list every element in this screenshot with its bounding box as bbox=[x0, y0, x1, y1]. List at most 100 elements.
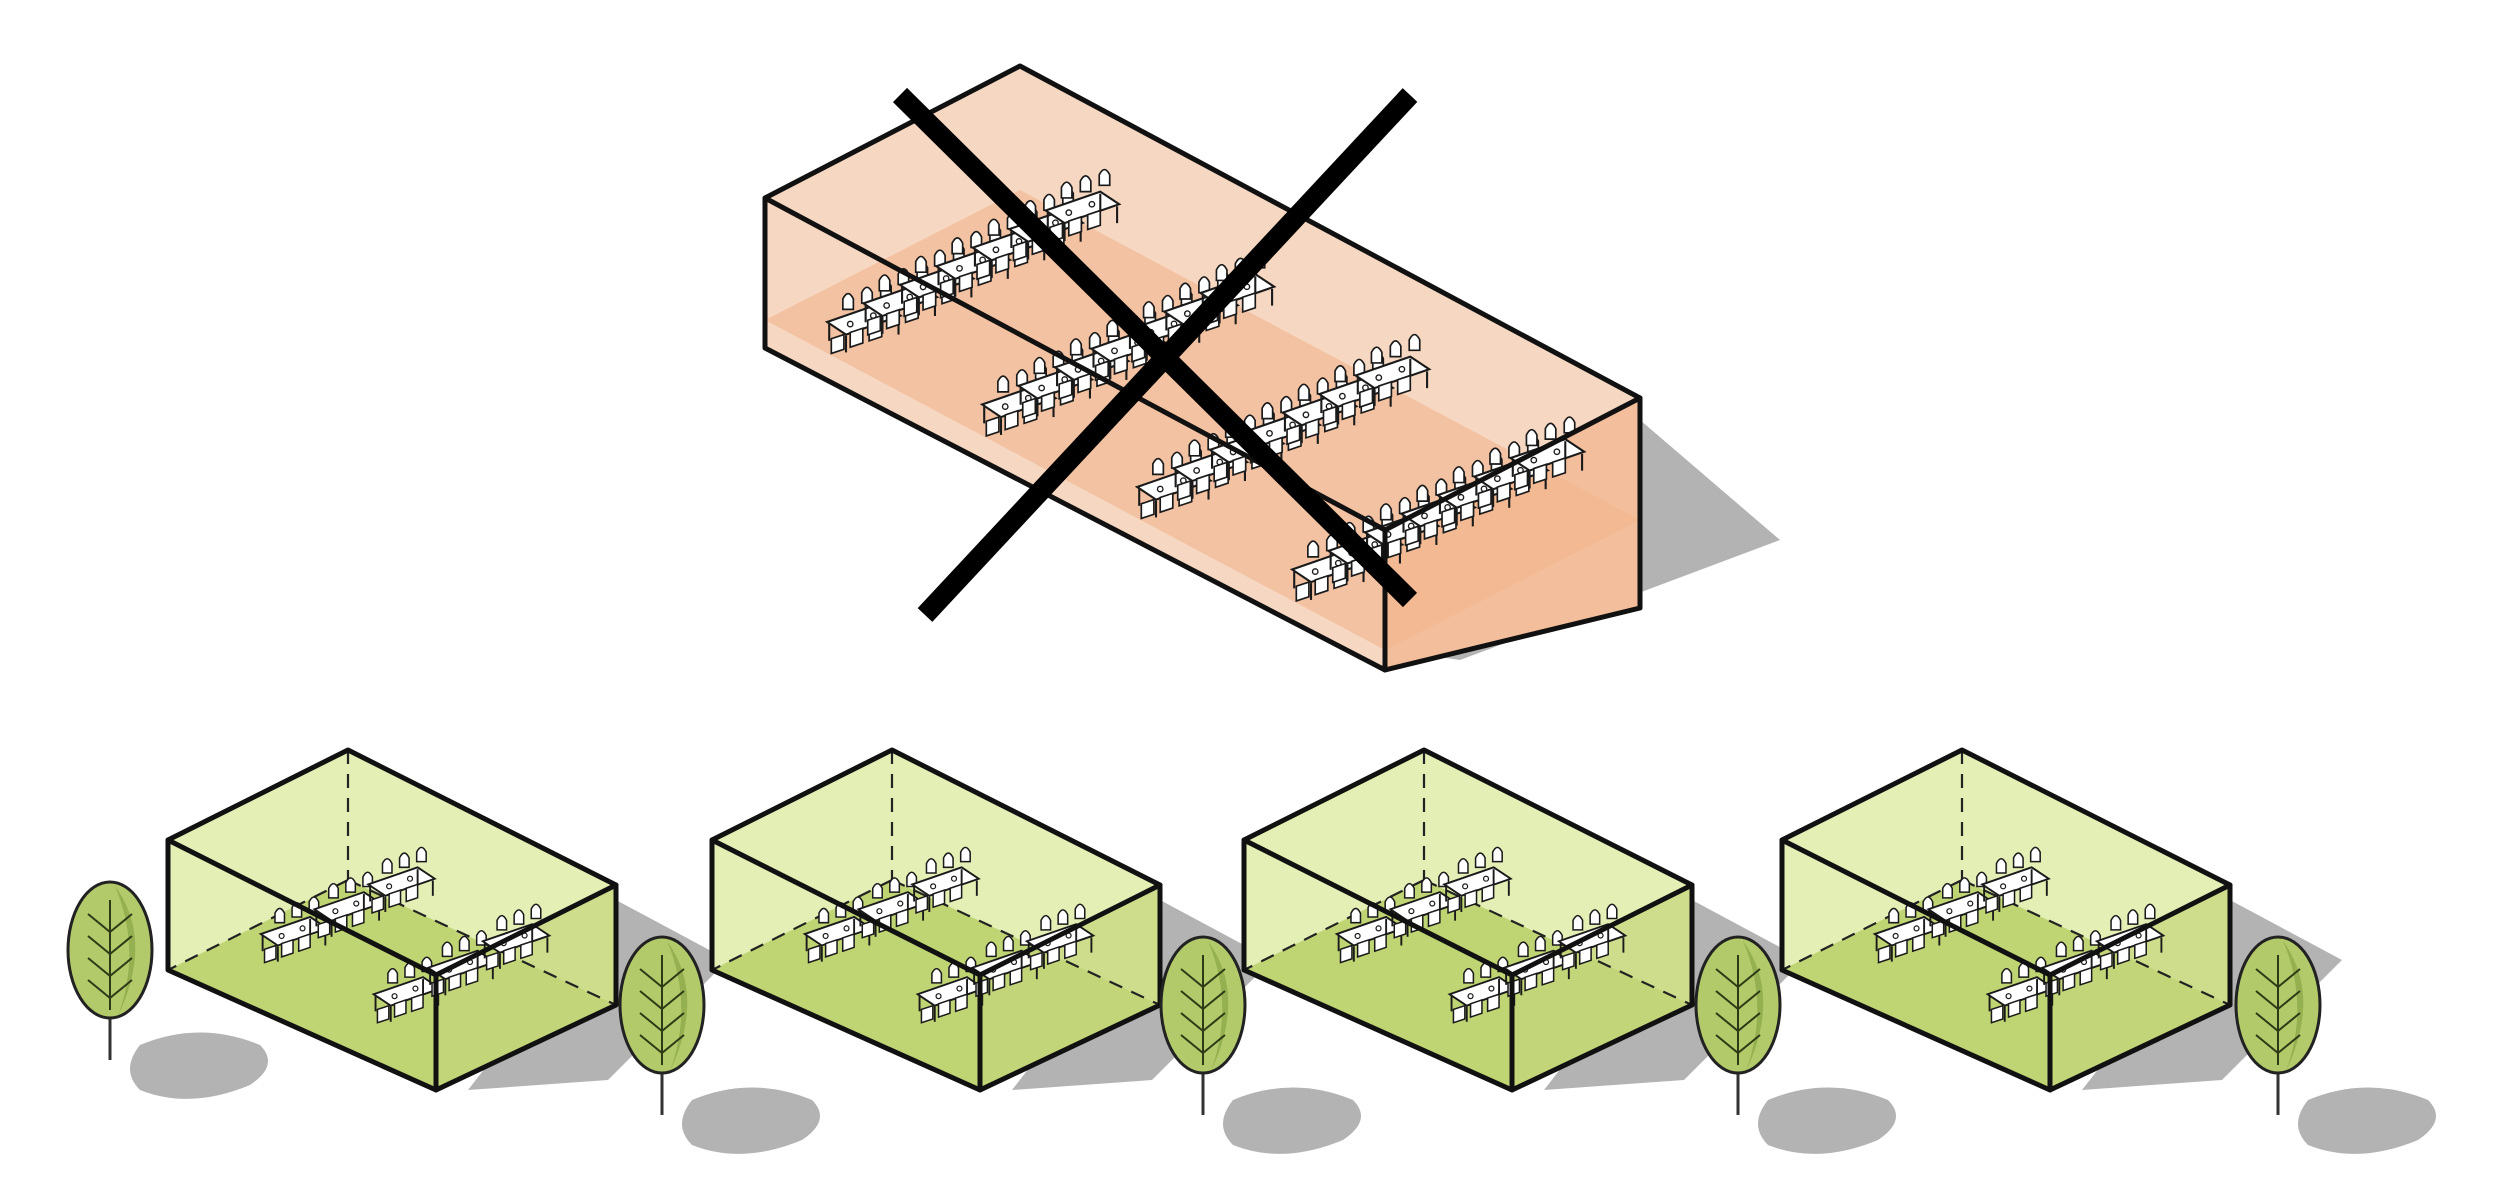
chair bbox=[1002, 935, 1014, 952]
chair bbox=[1067, 215, 1083, 237]
chair bbox=[1427, 908, 1441, 928]
plate bbox=[956, 264, 963, 272]
chair bbox=[1040, 914, 1052, 931]
chair bbox=[1894, 938, 1908, 958]
chair bbox=[1460, 500, 1475, 522]
chair bbox=[841, 933, 855, 953]
chair bbox=[1316, 377, 1329, 395]
large-hall bbox=[762, 63, 1643, 673]
chair bbox=[2002, 889, 2016, 909]
chair bbox=[1350, 907, 1362, 924]
chair bbox=[1373, 933, 1387, 953]
tree-vein bbox=[661, 1012, 685, 1032]
chair bbox=[376, 1004, 390, 1024]
hidden-edge bbox=[1781, 879, 1963, 971]
chair bbox=[2127, 909, 2139, 925]
chair bbox=[381, 858, 393, 874]
chair bbox=[2001, 967, 2013, 984]
tree bbox=[1694, 935, 1782, 1115]
chair bbox=[849, 327, 864, 349]
chair bbox=[2099, 951, 2113, 971]
chair bbox=[1508, 441, 1521, 459]
chair bbox=[1416, 484, 1429, 502]
chair bbox=[992, 972, 1006, 992]
tree-vein bbox=[1737, 990, 1761, 1010]
chair bbox=[933, 249, 946, 267]
chair bbox=[925, 858, 937, 874]
chair bbox=[1106, 319, 1119, 337]
chair bbox=[1188, 439, 1201, 457]
plate bbox=[1375, 925, 1382, 932]
chair bbox=[1959, 877, 1971, 893]
table-set bbox=[366, 846, 437, 914]
chair bbox=[2062, 972, 2076, 992]
tree-vein bbox=[109, 935, 133, 955]
plate bbox=[1421, 512, 1428, 520]
plate bbox=[1462, 883, 1469, 890]
chair bbox=[1469, 998, 1483, 1019]
chair bbox=[1113, 353, 1128, 376]
chair bbox=[830, 333, 845, 355]
chair bbox=[1457, 858, 1469, 874]
hidden-edge bbox=[1243, 879, 1425, 971]
chair bbox=[1877, 944, 1891, 964]
chair bbox=[1404, 525, 1420, 547]
chair bbox=[1606, 903, 1618, 920]
chair bbox=[2110, 914, 2122, 931]
chair bbox=[1551, 456, 1567, 479]
chair bbox=[1541, 966, 1555, 986]
tree-canopy-shade bbox=[115, 886, 136, 1016]
table-set bbox=[1043, 168, 1122, 244]
chair bbox=[513, 909, 525, 925]
chair bbox=[1015, 368, 1029, 387]
plate bbox=[930, 883, 937, 890]
chair bbox=[871, 882, 883, 899]
chair bbox=[1396, 374, 1412, 396]
tree-vein bbox=[1180, 990, 1204, 1010]
chair bbox=[1043, 193, 1056, 212]
chair bbox=[1280, 395, 1293, 414]
tree-vein bbox=[87, 957, 111, 977]
chair bbox=[1389, 340, 1402, 358]
chair bbox=[1489, 447, 1502, 465]
chair bbox=[1159, 492, 1174, 514]
plate bbox=[1398, 365, 1406, 373]
tree-vein bbox=[2277, 990, 2301, 1010]
tree-vein bbox=[2277, 1012, 2301, 1032]
chair bbox=[885, 308, 901, 330]
cross-stroke bbox=[917, 88, 1418, 622]
chair bbox=[1331, 562, 1347, 584]
chair bbox=[2029, 846, 2041, 863]
chair bbox=[1232, 454, 1247, 477]
plate bbox=[1946, 908, 1953, 915]
chair bbox=[398, 852, 410, 869]
plate bbox=[843, 925, 850, 932]
chair bbox=[951, 237, 964, 255]
chair bbox=[1990, 1004, 2004, 1024]
chair bbox=[371, 894, 385, 914]
plate bbox=[332, 908, 339, 915]
chair bbox=[1379, 503, 1393, 521]
tree-vein bbox=[1202, 1012, 1226, 1032]
chair bbox=[1305, 417, 1320, 440]
plate bbox=[935, 993, 942, 1000]
plate bbox=[846, 320, 854, 328]
table-set bbox=[1926, 871, 1998, 939]
chair bbox=[1435, 478, 1448, 496]
plate bbox=[876, 908, 883, 915]
tree-vein bbox=[1737, 968, 1761, 988]
chair bbox=[1152, 457, 1165, 476]
chair bbox=[807, 944, 821, 964]
chair bbox=[2019, 883, 2033, 903]
tree bbox=[618, 935, 706, 1115]
chair bbox=[1057, 909, 1069, 925]
chair bbox=[1339, 944, 1353, 964]
plate bbox=[1111, 347, 1118, 355]
tree-vein bbox=[2255, 1034, 2279, 1054]
chair bbox=[1176, 479, 1192, 502]
tree-vein bbox=[661, 1034, 685, 1054]
chair bbox=[1295, 580, 1310, 603]
plate bbox=[1892, 932, 1899, 940]
chair bbox=[1481, 883, 1495, 903]
chair bbox=[274, 907, 286, 924]
